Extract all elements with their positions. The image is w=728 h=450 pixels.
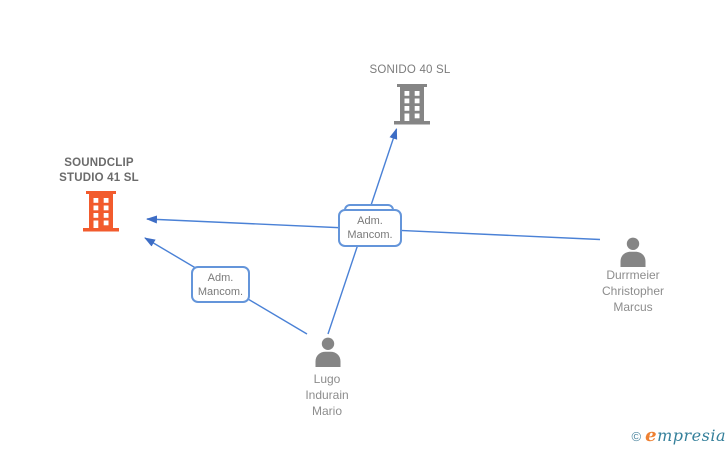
- person-name-line: Indurain: [305, 388, 349, 402]
- brand-initial: e: [645, 425, 658, 446]
- relationship-label-adm-mancom-stacked: Adm. Mancom.: [338, 204, 402, 247]
- company-name-line: SOUNDCLIP: [64, 157, 134, 169]
- empresia-logo[interactable]: © empresia: [632, 425, 726, 446]
- person-label-durrmeier-christopher-marcus[interactable]: Durrmeier Christopher Marcus: [553, 267, 713, 315]
- brand-wordmark: empresia: [645, 425, 726, 446]
- brand-rest: mpresia: [657, 426, 726, 445]
- copyright-icon: ©: [631, 429, 642, 444]
- person-name-line: Mario: [311, 404, 342, 418]
- company-name-line: STUDIO 41 SL: [59, 172, 139, 184]
- relationship-label-text: Adm. Mancom.: [191, 266, 250, 303]
- building-icon[interactable]: [394, 84, 430, 130]
- person-name-line: Durrmeier: [606, 268, 660, 282]
- company-label-sonido-40-sl[interactable]: SONIDO 40 SL: [369, 64, 451, 76]
- person-name-line: Marcus: [613, 300, 653, 314]
- person-label-lugo-indurain-mario[interactable]: Lugo Indurain Mario: [247, 371, 407, 419]
- relationship-label-adm-mancom: Adm. Mancom.: [191, 266, 250, 303]
- company-label-soundclip-studio-41-sl[interactable]: SOUNDCLIP STUDIO 41 SL: [14, 156, 184, 186]
- person-icon[interactable]: [618, 237, 648, 272]
- person-name-line: Christopher: [601, 284, 665, 298]
- person-name-line: Lugo: [313, 372, 341, 386]
- building-icon-highlighted[interactable]: [83, 191, 119, 237]
- person-icon[interactable]: [313, 337, 343, 372]
- relationship-label-text: Adm. Mancom.: [338, 209, 402, 247]
